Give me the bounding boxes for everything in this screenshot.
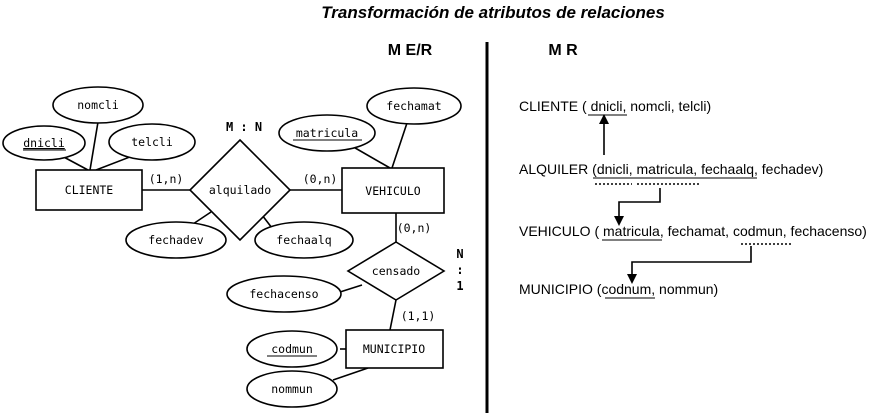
relation-alquiler-text: ALQUILER (dnicli, matricula, fechaalq, f… — [519, 161, 823, 177]
attribute-fechadev: fechadev — [125, 221, 227, 259]
relationship-type-n1-n: N — [456, 247, 463, 261]
attribute-telcli: telcli — [108, 123, 196, 161]
attribute-dnicli-label: dnicli — [23, 136, 65, 150]
attribute-fechadev-label: fechadev — [148, 233, 203, 247]
attribute-dnicli: dnicli — [2, 125, 86, 161]
connector-fechacenso — [339, 284, 363, 293]
fk-arrow-codmun-to-municipio — [627, 246, 752, 284]
attribute-fechamat: fechamat — [366, 87, 462, 125]
relation-cliente-text: CLIENTE ( dnicli, nomcli, telcli) — [519, 98, 711, 114]
relation-vehiculo: VEHICULO ( matricula, fechamat, codmun, … — [519, 223, 867, 245]
page-title: Transformación de atributos de relacione… — [321, 3, 665, 22]
connector-censado-municipio — [389, 299, 397, 331]
attribute-fechamat-label: fechamat — [386, 99, 441, 113]
relationship-alquilado: alquilado — [188, 138, 292, 242]
relationship-type-n1-colon: : — [456, 263, 463, 277]
entity-vehiculo: VEHICULO — [341, 167, 445, 214]
mer-heading: M E/R — [388, 42, 433, 59]
relation-cliente-key: dnicli — [591, 98, 623, 114]
relation-alquiler-fk-dnicli: dnicli — [597, 161, 629, 177]
entity-municipio-label: MUNICIPIO — [363, 342, 425, 356]
attribute-codmun-label: codmun — [271, 342, 313, 356]
relation-vehiculo-text: VEHICULO ( matricula, fechamat, codmun, … — [519, 223, 867, 239]
mr-heading: M R — [548, 42, 578, 59]
connector-nomcli — [89, 121, 99, 171]
relation-alquiler-fk-matricula: matricula — [637, 161, 694, 177]
attribute-nommun-label: nommun — [271, 382, 313, 396]
connector-nommun — [332, 367, 369, 381]
cardinality-vehiculo-censado: (0,n) — [397, 221, 432, 235]
attribute-fechacenso: fechacenso — [226, 275, 342, 313]
entity-cliente: CLIENTE — [35, 169, 143, 211]
cardinality-vehiculo-alquilado: (0,n) — [303, 172, 338, 186]
attribute-fechaalq: fechaalq — [254, 221, 354, 259]
fk-arrow-matricula-to-vehiculo — [614, 188, 661, 226]
attribute-matricula-label: matricula — [296, 126, 358, 140]
attribute-nomcli: nomcli — [52, 86, 144, 124]
entity-vehiculo-label: VEHICULO — [365, 184, 420, 198]
attribute-fechacenso-label: fechacenso — [249, 287, 318, 301]
relationship-censado-label: censado — [372, 264, 421, 278]
relation-vehiculo-key: matricula — [603, 223, 660, 239]
relation-municipio: MUNICIPIO (codnum, nommun) — [519, 281, 718, 299]
connector-fechamat — [391, 119, 409, 169]
relationship-type-n1-1: 1 — [456, 279, 463, 293]
relationship-censado: censado — [346, 241, 446, 301]
cardinality-cliente-alquilado: (1,n) — [149, 172, 184, 186]
attribute-codmun: codmun — [246, 330, 338, 368]
relation-alquiler-key-fechaalq: fechaalq — [701, 161, 754, 177]
entity-municipio: MUNICIPIO — [345, 329, 444, 369]
fk-arrow-dnicli-to-cliente — [599, 114, 609, 155]
relation-vehiculo-fk: codmun — [733, 223, 783, 239]
attribute-fechaalq-label: fechaalq — [276, 233, 331, 247]
connector-matricula — [349, 144, 391, 169]
attribute-matricula: matricula — [278, 114, 376, 152]
relationship-alquilado-label: alquilado — [209, 183, 271, 197]
relationship-type-mn: M : N — [226, 120, 262, 134]
relation-municipio-text: MUNICIPIO (codnum, nommun) — [519, 281, 718, 297]
attribute-telcli-label: telcli — [131, 135, 173, 149]
relation-alquiler: ALQUILER (dnicli, matricula, fechaalq, f… — [519, 161, 823, 185]
relation-municipio-key: codnum — [601, 281, 651, 297]
attribute-nommun: nommun — [246, 370, 338, 408]
relation-cliente: CLIENTE ( dnicli, nomcli, telcli) — [519, 98, 711, 116]
cardinality-municipio-censado: (1,1) — [401, 309, 436, 323]
entity-cliente-label: CLIENTE — [65, 183, 114, 197]
er-connectors — [59, 119, 409, 381]
attribute-nomcli-label: nomcli — [77, 98, 119, 112]
